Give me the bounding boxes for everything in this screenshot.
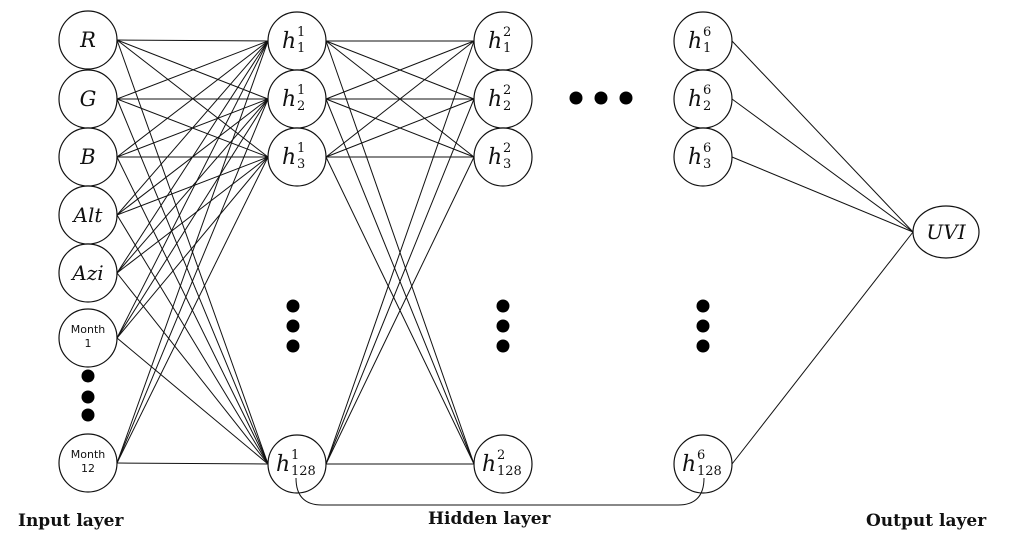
layer-ellipsis-dot-2 — [619, 91, 633, 105]
input-ellipsis-dot-0 — [81, 369, 95, 383]
edge-h6-1-to-output — [731, 98, 914, 233]
hidden-layer-brace — [295, 477, 705, 506]
edge-h6-0-to-output — [731, 40, 914, 233]
edge-input-6-to-h1-0 — [116, 40, 269, 464]
edge-h1-1-to-h2-0 — [325, 40, 475, 100]
edge-input-3-to-h1-0 — [116, 40, 269, 216]
edge-input-1-to-h1-0 — [116, 40, 269, 100]
hidden-node-l2-1 — [473, 11, 533, 71]
hidden-node-l6-2 — [673, 69, 733, 129]
hidden-node-l1-2 — [267, 69, 327, 129]
hidden-node-l2-128 — [473, 434, 533, 494]
layer-ellipsis-dot-0 — [569, 91, 583, 105]
input-layer-label: Input layer — [18, 511, 124, 531]
h6-ellipsis-dot-1 — [696, 319, 710, 333]
input-node-month1 — [58, 308, 118, 368]
edge-h1-3-to-h2-2 — [325, 156, 475, 465]
h1-ellipsis-dot-2 — [286, 339, 300, 353]
edge-h6-2-to-output — [731, 156, 914, 233]
ellipsis-dots — [81, 91, 710, 422]
input-node-g — [58, 69, 118, 129]
edge-input-2-to-h1-0 — [116, 40, 269, 158]
input-node-r — [58, 10, 118, 70]
hidden-node-l1-128 — [267, 434, 327, 494]
edge-h1-2-to-h2-0 — [325, 40, 475, 158]
input-ellipsis-dot-1 — [81, 390, 95, 404]
edge-h1-2-to-h2-1 — [325, 98, 475, 158]
nodes — [58, 10, 980, 494]
h1-ellipsis-dot-0 — [286, 299, 300, 313]
hidden-node-l2-3 — [473, 127, 533, 187]
edge-input-4-to-h1-3 — [116, 272, 269, 465]
hidden-node-l2-2 — [473, 69, 533, 129]
output-node-uvi — [912, 205, 980, 259]
edge-input-5-to-h1-3 — [116, 337, 269, 465]
edge-h1-3-to-h2-0 — [325, 40, 475, 465]
edge-input-0-to-h1-0 — [116, 39, 269, 42]
edge-input-6-to-h1-3 — [116, 462, 269, 465]
edge-input-5-to-h1-1 — [116, 98, 269, 339]
h6-ellipsis-dot-2 — [696, 339, 710, 353]
h2-ellipsis-dot-0 — [496, 299, 510, 313]
edge-input-5-to-h1-2 — [116, 156, 269, 339]
hidden-node-l6-128 — [673, 434, 733, 494]
edge-input-5-to-h1-0 — [116, 40, 269, 339]
hidden-node-l6-1 — [673, 11, 733, 71]
edge-input-3-to-h1-3 — [116, 214, 269, 465]
edge-input-6-to-h1-1 — [116, 98, 269, 464]
hidden-layer-label: Hidden layer — [428, 509, 551, 529]
edge-h6-3-to-output — [731, 231, 914, 465]
edge-input-4-to-h1-1 — [116, 98, 269, 274]
h1-ellipsis-dot-1 — [286, 319, 300, 333]
layer-ellipsis-dot-1 — [594, 91, 608, 105]
hidden-node-l1-1 — [267, 11, 327, 71]
h2-ellipsis-dot-2 — [496, 339, 510, 353]
edge-input-6-to-h1-2 — [116, 156, 269, 464]
h2-ellipsis-dot-1 — [496, 319, 510, 333]
edge-input-4-to-h1-0 — [116, 40, 269, 274]
input-node-month12 — [58, 433, 118, 493]
hidden-node-l6-3 — [673, 127, 733, 187]
hidden-node-l1-3 — [267, 127, 327, 187]
input-ellipsis-dot-2 — [81, 408, 95, 422]
connections — [116, 39, 914, 465]
edge-h1-3-to-h2-1 — [325, 98, 475, 465]
input-node-b — [58, 127, 118, 187]
input-node-azi — [58, 243, 118, 303]
input-node-alt — [58, 185, 118, 245]
edge-input-4-to-h1-2 — [116, 156, 269, 274]
h6-ellipsis-dot-0 — [696, 299, 710, 313]
output-layer-label: Output layer — [866, 511, 987, 531]
